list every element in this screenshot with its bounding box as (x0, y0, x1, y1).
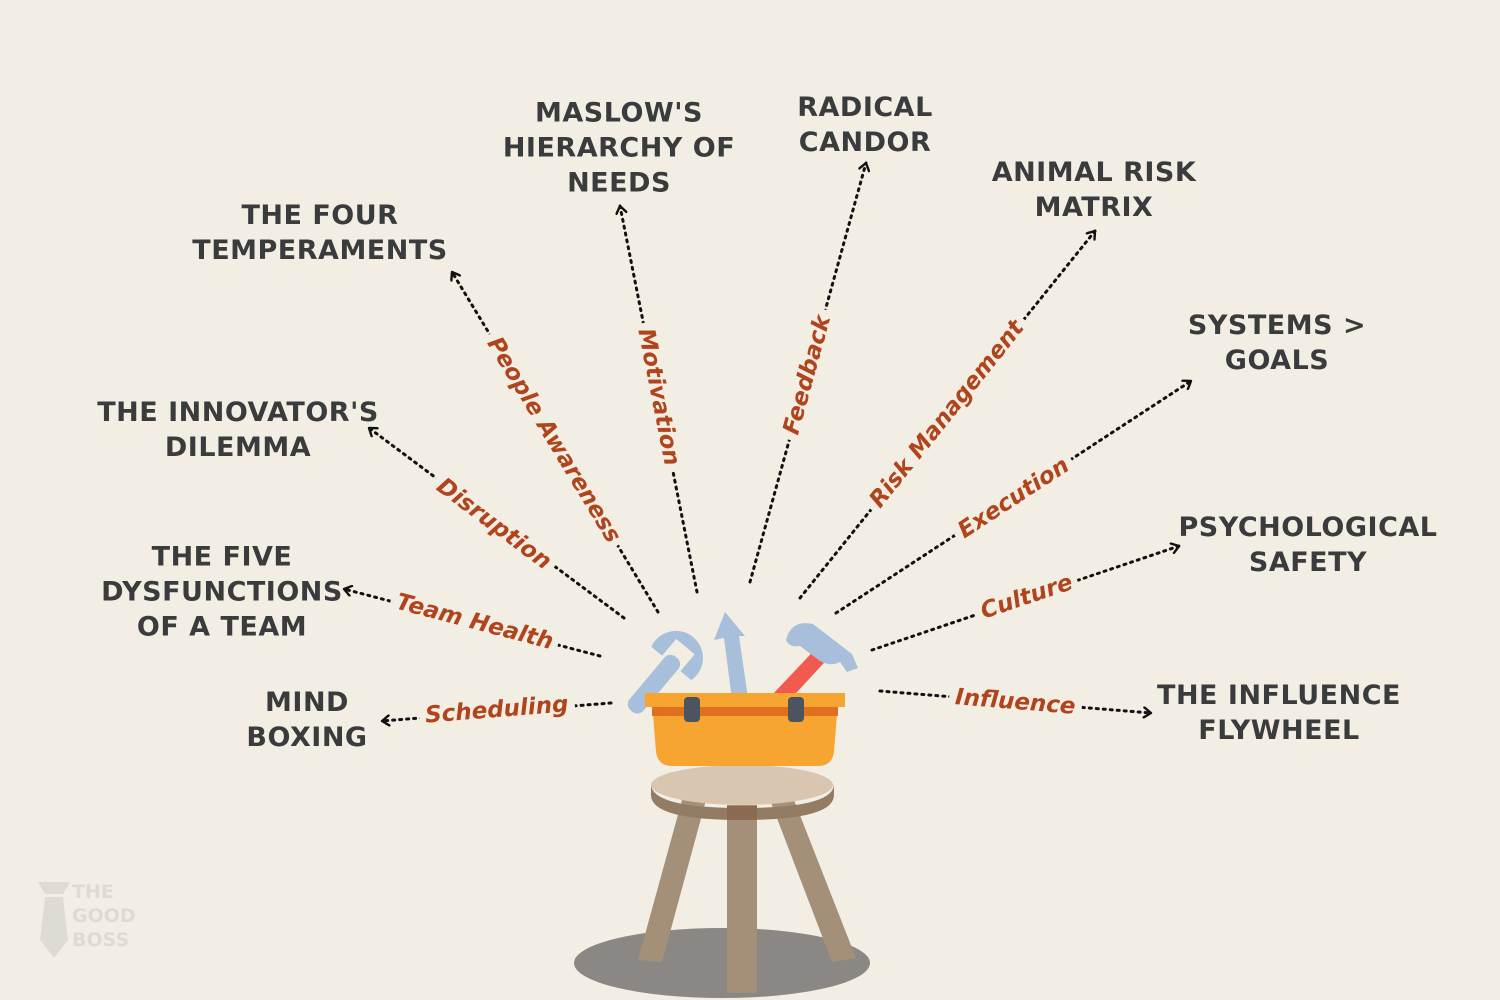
node-line: Matrix (1034, 192, 1154, 223)
stool-icon (574, 765, 870, 998)
node-line: The Five (151, 541, 293, 573)
node-line: Systems > (1187, 310, 1367, 341)
stool-leg-right (770, 800, 856, 962)
arrow-innovators-dilemma (367, 426, 626, 620)
stool-seat-notch (727, 806, 757, 820)
node-line: The Innovator's (97, 397, 379, 428)
screwdriver-icon (714, 612, 748, 700)
node-line: of a Team (136, 611, 308, 643)
wrench-icon (627, 630, 703, 714)
stool-leg-left (638, 800, 706, 962)
logo-line-3: BOSS (72, 929, 130, 951)
stool-leg-middle (727, 805, 757, 993)
node-line: Psychological (1178, 512, 1438, 543)
arrow-animal-risk (798, 229, 1097, 600)
node-line: Radical (797, 92, 933, 123)
logo-text: THE GOOD BOSS (72, 880, 136, 952)
node-line: The Influence (1157, 680, 1401, 711)
stool-seat (651, 765, 833, 805)
node-line: Safety (1248, 547, 1368, 578)
logo: THE GOOD BOSS (36, 880, 166, 960)
node-line: Goals (1224, 345, 1330, 376)
node-five-dysfunctions: The FiveDysfunctionsof a Team (101, 540, 343, 645)
node-influence-flywheel: The InfluenceFlywheel (1157, 678, 1401, 748)
node-line: Candor (798, 127, 932, 158)
node-line: The Four (241, 200, 399, 231)
node-line: Animal Risk (991, 157, 1197, 188)
node-line: Dilemma (164, 432, 312, 463)
edges-layer (342, 161, 1193, 721)
toolbox-icon (645, 693, 845, 766)
hammer-icon (772, 623, 858, 704)
node-maslow: Maslow'sHierarchy ofNeeds (503, 96, 735, 201)
tie-icon (38, 882, 70, 958)
node-line: Maslow's (535, 97, 703, 129)
node-line: Boxing (246, 722, 368, 753)
toolbox-latch-right (788, 697, 804, 722)
logo-line-1: THE (72, 881, 114, 903)
logo-line-2: GOOD (72, 905, 136, 927)
node-line: Temperaments (192, 235, 448, 266)
stool-seat-edge (651, 784, 834, 820)
node-line: Hierarchy of (502, 132, 736, 164)
node-systems-goals: Systems > Goals (1188, 308, 1366, 378)
node-animal-risk: Animal RiskMatrix (992, 155, 1197, 225)
node-innovators-dilemma: The Innovator'sDilemma (97, 395, 379, 465)
node-radical-candor: RadicalCandor (797, 90, 933, 160)
node-psych-safety: PsychologicalSafety (1178, 510, 1437, 580)
node-line: Flywheel (1198, 715, 1360, 746)
node-four-temperaments: The FourTemperaments (192, 198, 447, 268)
toolbox-latch-left (684, 697, 700, 722)
node-line: Dysfunctions (101, 576, 343, 608)
node-mind-boxing: MindBoxing (246, 685, 367, 755)
node-line: Needs (567, 167, 671, 199)
node-line: Mind (265, 687, 349, 718)
